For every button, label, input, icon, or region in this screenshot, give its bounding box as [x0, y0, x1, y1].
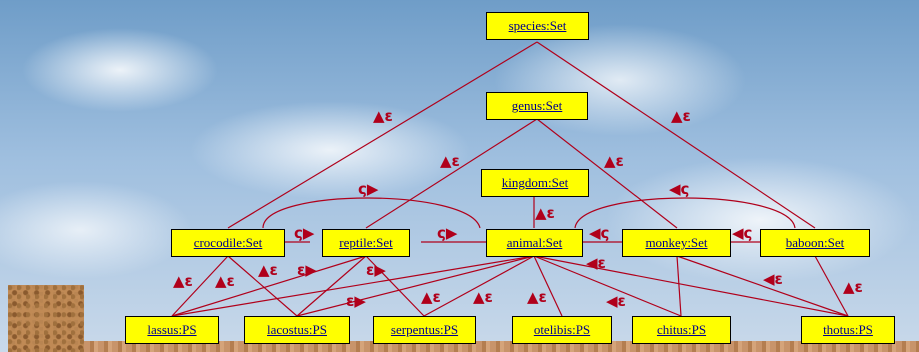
label-baboon-monkey: ◀ς	[732, 224, 752, 242]
edge-serpentus-animal	[423, 255, 535, 317]
node-baboon[interactable]: baboon:Set	[760, 229, 870, 257]
label-croc-species: ▲ε	[373, 107, 393, 125]
edge-crocodile-species	[227, 41, 538, 229]
label-croc-reptile: ς▶	[294, 224, 315, 242]
node-species[interactable]: species:Set	[486, 12, 589, 40]
edge-thotus-baboon	[814, 255, 849, 317]
node-otelibis[interactable]: otelibis:PS	[512, 316, 612, 344]
node-kingdom[interactable]: kingdom:Set	[481, 169, 589, 197]
label-reptile-genus: ▲ε	[440, 152, 460, 170]
edge-crocodile-animal-arc	[262, 197, 481, 229]
edge-chitus-animal	[533, 255, 682, 317]
edge-baboon-species	[536, 41, 816, 229]
node-monkey[interactable]: monkey:Set	[622, 229, 731, 257]
edge-chitus-monkey	[676, 255, 682, 317]
node-animal[interactable]: animal:Set	[486, 229, 583, 257]
label-chitus-animal-1: ◀ε	[586, 254, 606, 272]
label-lacostus-reptile: ▲ε	[258, 261, 278, 279]
edge-lassus-reptile	[171, 255, 367, 317]
label-croc-animal-arc: ς▶	[358, 180, 379, 198]
edge-serpentus-reptile	[365, 255, 425, 317]
sand-texture	[8, 285, 84, 352]
ground-strip	[84, 341, 919, 352]
label-animal-baboon-arc: ◀ς	[669, 180, 689, 198]
node-serpentus[interactable]: serpentus:PS	[373, 316, 476, 344]
edge-animal-baboon-arc	[574, 197, 796, 229]
label-thotus-monkey: ◀ε	[763, 270, 783, 288]
edge-lassus-animal	[171, 255, 535, 317]
label-monkey-genus: ▲ε	[604, 152, 624, 170]
label-lacostus-croc: ▲ε	[215, 272, 235, 290]
label-lassus-animal-1: ε▶	[297, 261, 317, 279]
node-lacostus[interactable]: lacostus:PS	[244, 316, 350, 344]
label-lassus-croc: ▲ε	[173, 272, 193, 290]
edge-otelibis-animal	[533, 255, 563, 317]
edge-reptile-genus	[365, 118, 538, 229]
edge-thotus-animal	[533, 255, 849, 317]
edge-lacostus-reptile	[296, 255, 367, 317]
node-chitus[interactable]: chitus:PS	[632, 316, 731, 344]
label-animal-kingdom: ▲ε	[535, 204, 555, 222]
label-lassus-animal-2: ε▶	[346, 292, 366, 310]
label-serpentus-reptile: ▲ε	[421, 288, 441, 306]
node-crocodile[interactable]: crocodile:Set	[171, 229, 285, 257]
edge-monkey-genus	[536, 118, 678, 229]
edge-lacostus-crocodile	[227, 255, 298, 317]
edge-lacostus-animal	[296, 255, 535, 317]
label-reptile-animal: ς▶	[437, 224, 458, 242]
label-serpentus-animal: ▲ε	[473, 288, 493, 306]
label-otelibis-animal: ▲ε	[527, 288, 547, 306]
node-reptile[interactable]: reptile:Set	[322, 229, 410, 257]
edge-lassus-crocodile	[171, 255, 229, 317]
node-genus[interactable]: genus:Set	[486, 92, 588, 120]
edge-thotus-monkey	[676, 255, 849, 317]
label-baboon-species: ▲ε	[671, 107, 691, 125]
label-thotus-baboon: ▲ε	[843, 278, 863, 296]
label-chitus-animal-2: ◀ε	[606, 292, 626, 310]
label-lacostus-animal: ε▶	[366, 261, 386, 279]
label-monkey-animal: ◀ς	[589, 224, 609, 242]
node-lassus[interactable]: lassus:PS	[125, 316, 219, 344]
node-thotus[interactable]: thotus:PS	[801, 316, 895, 344]
